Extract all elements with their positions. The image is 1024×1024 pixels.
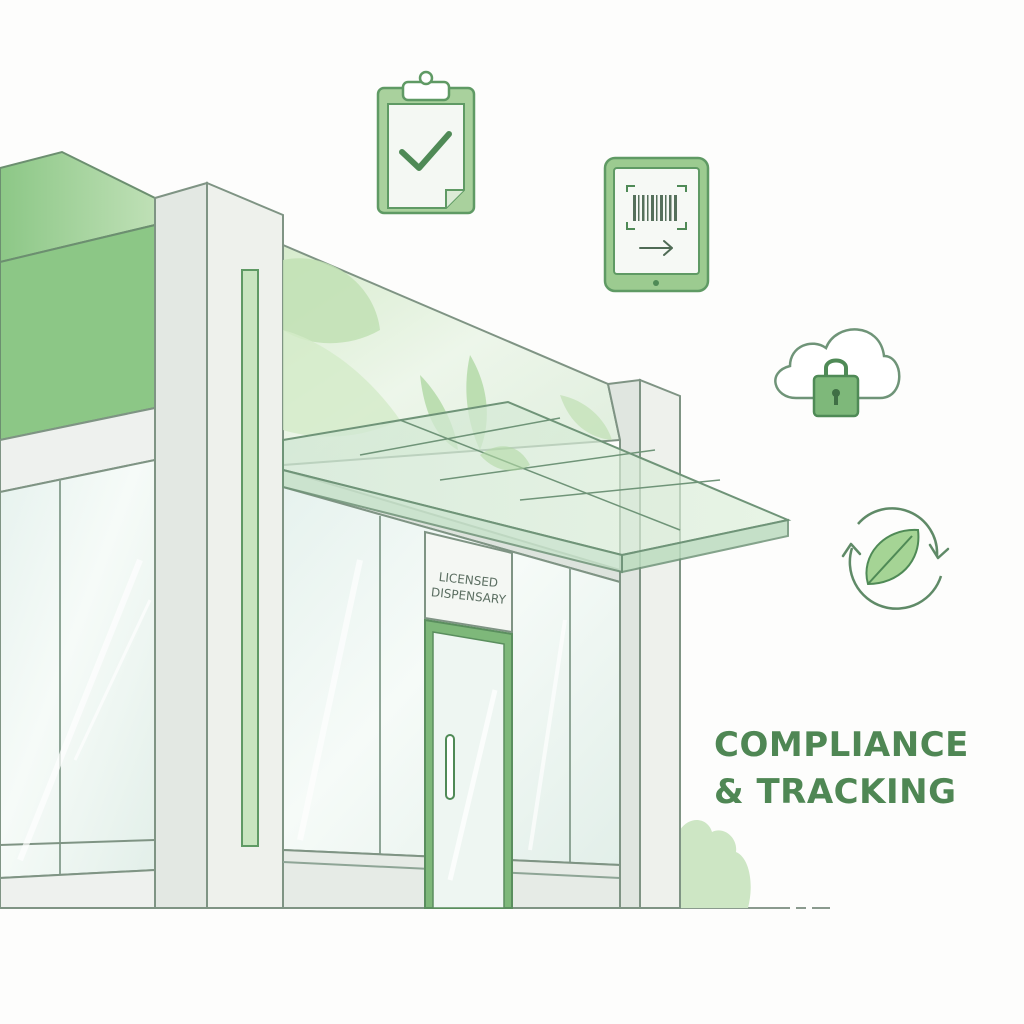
tablet-barcode-scanner-icon	[603, 156, 710, 293]
headline-line-2: & TRACKING	[714, 772, 957, 812]
front-pillar	[154, 181, 284, 909]
left-building	[0, 150, 156, 909]
cloud-lock-icon	[774, 328, 901, 418]
clipboard-check-icon	[376, 70, 476, 215]
entrance-door	[424, 618, 513, 909]
leaf-cycle-icon	[841, 507, 950, 610]
glass-canopy	[282, 400, 792, 574]
dispensary-sign: LICENSED DISPENSARY	[424, 530, 513, 634]
headline: COMPLIANCE & TRACKING	[714, 722, 1014, 816]
headline-line-1: COMPLIANCE	[714, 725, 969, 765]
sign-line-1: LICENSED	[438, 570, 499, 590]
bush	[680, 820, 751, 908]
